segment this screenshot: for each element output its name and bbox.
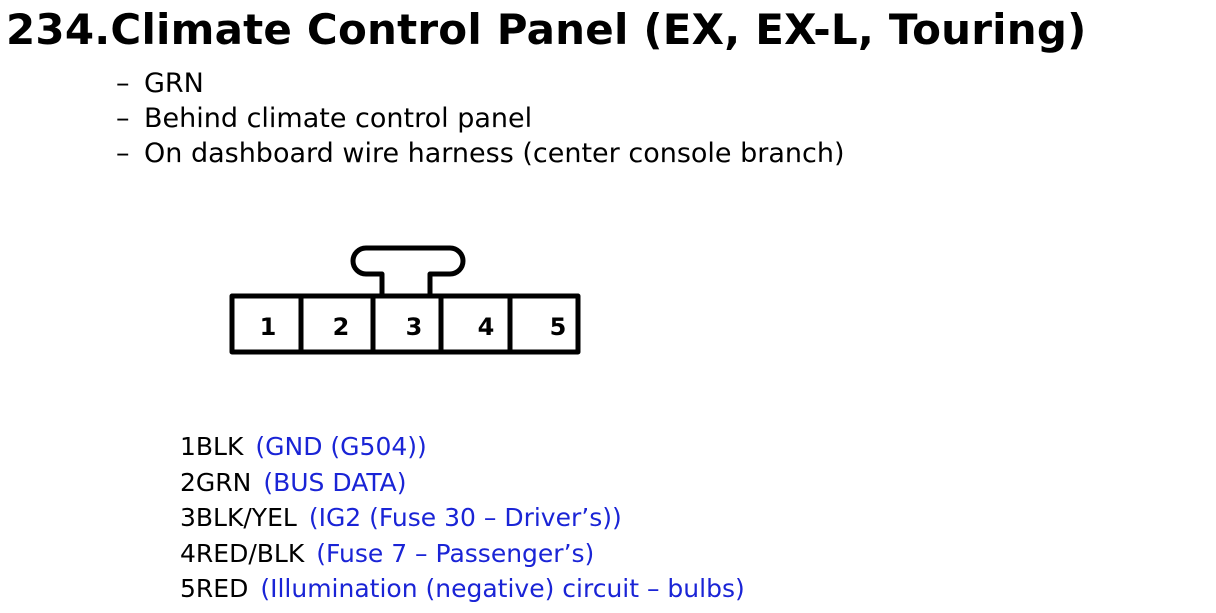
cavity-number-5: 5: [550, 313, 567, 341]
pin-row: 2GRN (BUS DATA): [180, 465, 745, 501]
pin-row: 1BLK (GND (G504)): [180, 429, 745, 465]
pin-function: (BUS DATA): [263, 467, 407, 497]
wire-color: GRN: [195, 467, 252, 497]
cavity-number-4: 4: [478, 313, 495, 341]
connector-info-list: –GRN –Behind climate control panel –On d…: [116, 66, 845, 171]
pin-function: (Fuse 7 – Passenger’s): [316, 538, 595, 568]
pin-function: (GND (G504)): [255, 432, 427, 461]
pin-number: 2: [180, 467, 196, 497]
page-title: 234.Climate Control Panel (EX, EX-L, Tou…: [6, 5, 1087, 54]
dash: –: [116, 103, 130, 134]
pin-number: 1: [180, 432, 196, 461]
pin-number: 3: [180, 503, 196, 532]
pin-row: 5RED (Illumination (negative) circuit – b…: [180, 571, 745, 607]
dash: –: [116, 138, 130, 169]
dash: –: [116, 68, 130, 99]
info-line: GRN: [144, 68, 204, 99]
info-location: –Behind climate control panel: [116, 101, 845, 136]
cavity-number-1: 1: [260, 313, 277, 341]
wire-color: RED/BLK: [195, 538, 305, 568]
info-line: Behind climate control panel: [144, 103, 533, 134]
wire-color: BLK/YEL: [195, 503, 297, 532]
pin-row: 3BLK/YEL (IG2 (Fuse 30 – Driver’s)): [180, 500, 745, 536]
connector-housing: [229, 293, 581, 355]
connector-diagram: 1 2 3 4 5: [229, 245, 581, 355]
cavity-number-2: 2: [333, 313, 350, 341]
cavity-number-3: 3: [406, 313, 423, 341]
pin-row: 4RED/BLK (Fuse 7 – Passenger’s): [180, 536, 745, 572]
info-color: –GRN: [116, 66, 845, 101]
wire-color: BLK: [195, 432, 244, 461]
pinout-list: 1BLK (GND (G504)) 2GRN (BUS DATA) 3BLK/YEL…: [180, 429, 745, 607]
pin-number: 4: [180, 538, 196, 568]
connector-latch: [350, 245, 466, 296]
pin-number: 5: [180, 574, 196, 603]
pin-function: (Illumination (negative) circuit – bulbs…: [260, 574, 745, 603]
pin-function: (IG2 (Fuse 30 – Driver’s)): [308, 503, 622, 532]
info-line: On dashboard wire harness (center consol…: [144, 138, 845, 169]
info-harness: –On dashboard wire harness (center conso…: [116, 136, 845, 171]
wire-color: RED: [195, 574, 249, 603]
